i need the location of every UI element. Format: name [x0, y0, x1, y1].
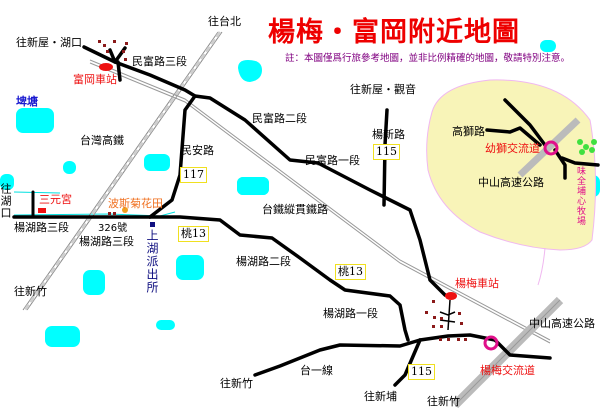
road-minfu-1: 民富路一段 — [305, 154, 360, 167]
tra-line — [89, 59, 551, 344]
direction-taipei: 往台北 — [208, 15, 241, 28]
route-117-badge: 117 — [180, 167, 207, 183]
yangmei-station-marker — [445, 292, 457, 300]
road-minfu-3: 民富路三段 — [132, 55, 187, 68]
inset-farm-label: 味全埔心牧場 — [575, 166, 585, 226]
route-tao13-west-badge: 桃13 — [178, 226, 209, 242]
direction-xinwu-hukou: 往新屋・湖口 — [16, 36, 82, 49]
address-326: 326號 — [98, 223, 128, 234]
road-tai1: 台一線 — [300, 364, 333, 377]
road-yangxin: 楊新路 — [372, 128, 405, 141]
direction-hukou: 往湖口 — [0, 183, 12, 219]
rail-tra: 台鐵縱貫鐵路 — [262, 203, 328, 216]
road-yanghu-3: 楊湖路三段 — [79, 235, 134, 248]
sanyuan-temple-label: 三元宮 — [39, 193, 72, 206]
map-title: 楊梅・富岡附近地圖 — [268, 17, 520, 48]
yangmei-station-label: 楊梅車站 — [455, 277, 499, 290]
police-station-label: 上湖派出所 — [145, 229, 159, 294]
inset-freeway: 中山高速公路 — [478, 176, 544, 189]
hsr-line — [22, 31, 223, 311]
rail-hsr: 台灣高鐵 — [80, 134, 124, 147]
inset-gaoshi-road: 高獅路 — [452, 125, 485, 138]
direction-hsinchu-southeast: 往新竹 — [427, 395, 460, 408]
inset-youshi-interchange: 幼獅交流道 — [485, 142, 540, 155]
pond-label: 埤塘 — [16, 95, 38, 108]
direction-xinwu-guanyin: 往新屋・觀音 — [350, 83, 416, 96]
yangmei-interchange-label: 楊梅交流道 — [480, 364, 535, 377]
road-yanghu-2: 楊湖路二段 — [236, 255, 291, 268]
road-minfu-2: 民富路二段 — [252, 112, 307, 125]
direction-xinpu: 往新埔 — [364, 390, 397, 403]
route-115-north-badge: 115 — [373, 144, 400, 160]
freeway-label: 中山高速公路 — [529, 317, 595, 330]
road-minan: 民安路 — [181, 144, 214, 157]
direction-hsinchu-south: 往新竹 — [220, 377, 253, 390]
yangmei-interchange-marker — [483, 335, 499, 351]
road-yanghu-1: 楊湖路一段 — [323, 307, 378, 320]
road-yanghu-3-west: 楊湖路三段 — [14, 221, 69, 234]
direction-hsinchu-west: 往新竹 — [14, 285, 47, 298]
route-tao13-east-badge: 桃13 — [335, 264, 366, 280]
fugang-station-label: 富岡車站 — [73, 73, 117, 86]
fugang-station-marker — [99, 63, 113, 71]
persian-chrysanthemum-label: 波斯菊花田 — [108, 197, 163, 210]
inset-bubble — [426, 79, 597, 251]
roads — [12, 45, 600, 387]
disclaimer-note: 註：本圖僅爲行旅參考地圖，並非比例精確的地圖，敬請特別注意。 — [285, 53, 571, 64]
youshi-interchange-marker — [543, 140, 559, 156]
route-115-south-badge: 115 — [408, 364, 435, 380]
